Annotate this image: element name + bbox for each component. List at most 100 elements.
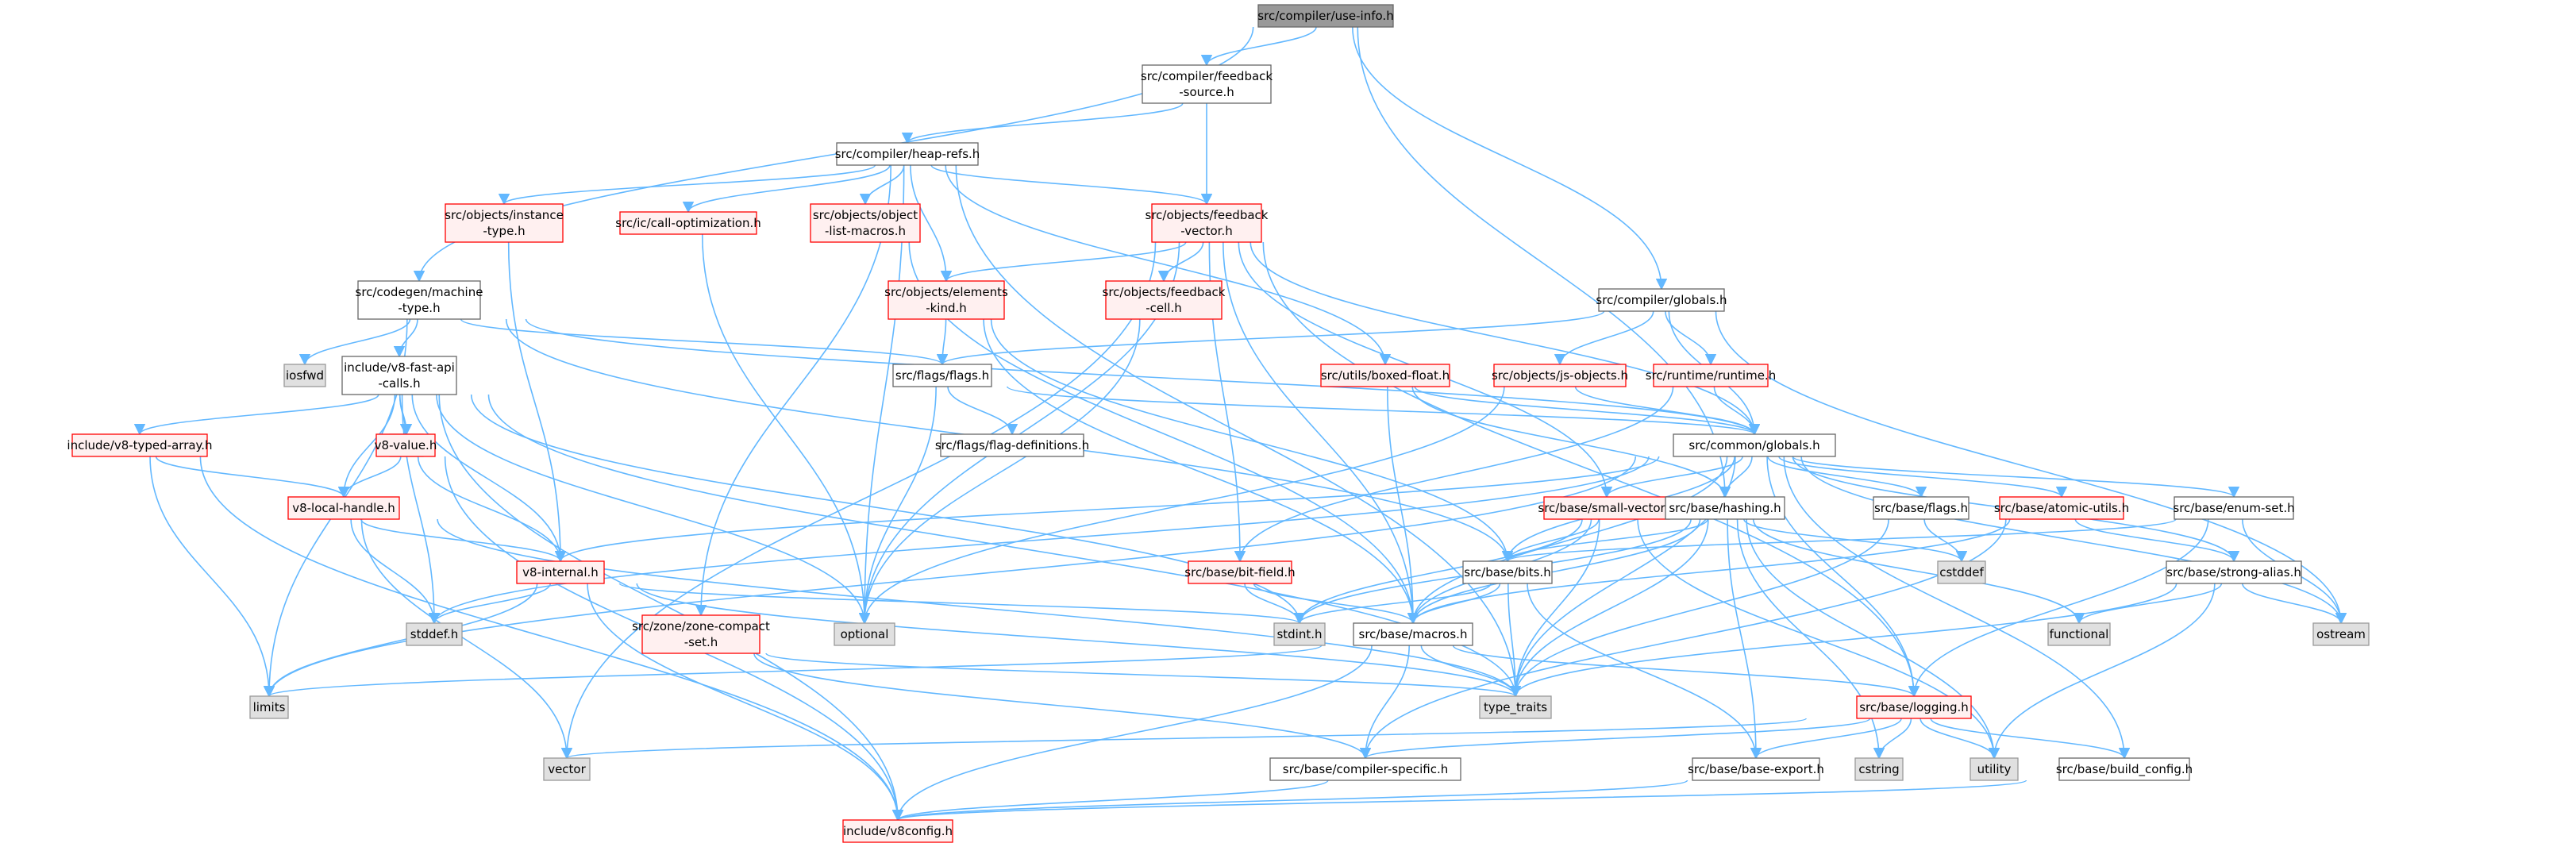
node-limits: limits [249, 695, 289, 719]
edge-bits-to-stdint [1293, 583, 1492, 625]
node-label: src/base/small-vector.h [1538, 501, 1675, 515]
edge-heap-refs-to-type-traits [955, 164, 1522, 698]
node-label: -calls.h [378, 376, 420, 391]
node-box [2166, 560, 2302, 584]
node-label: -set.h [684, 635, 718, 649]
edge-feedback-vector-to-elements-kind [940, 241, 1187, 283]
edge-fast-api-to-local-handle [337, 394, 396, 499]
node-label: utility [1977, 762, 2012, 776]
node-js-objects[interactable]: src/objects/js-objects.h [1492, 364, 1628, 387]
node-label: src/common/globals.h [1688, 438, 1819, 452]
node-label: src/utils/boxed-float.h [1321, 368, 1450, 383]
edge-strong-alias-to-utility [1988, 583, 2216, 760]
node-base-export[interactable]: src/base/base-export.h [1688, 757, 1824, 781]
node-enum-set[interactable]: src/base/enum-set.h [2173, 496, 2295, 520]
node-macros[interactable]: src/base/macros.h [1353, 622, 1473, 646]
edge-common-globals-to-hashing [1719, 456, 1753, 499]
node-build-config[interactable]: src/base/build_config.h [2056, 757, 2193, 781]
edge-v8-internal-to-type-traits [636, 583, 1521, 698]
edge-heap-refs-to-call-opt [682, 164, 891, 214]
node-call-opt[interactable]: src/ic/call-optimization.h [615, 211, 761, 235]
node-label: iosfwd [286, 368, 324, 383]
node-box [619, 211, 757, 235]
node-stddef: stddef.h [406, 622, 463, 646]
node-box [341, 356, 457, 395]
edge-v8-internal-to-v8config [587, 583, 904, 822]
node-label: include/v8config.h [843, 824, 953, 838]
edge-logging-to-build-config [1930, 718, 2131, 760]
node-functional: functional [2047, 622, 2111, 646]
node-box [1543, 496, 1670, 520]
node-box [1105, 280, 1223, 320]
node-local-handle[interactable]: v8-local-handle.h [287, 496, 400, 520]
edge-v8-value-to-v8-internal [417, 456, 567, 563]
node-typed-array[interactable]: include/v8-typed-array.h [67, 433, 213, 457]
edge-fast-api-to-stdint [470, 394, 1306, 625]
edge-elements-kind-to-flags [936, 318, 949, 366]
node-use-info[interactable]: src/compiler/use-info.h [1257, 4, 1394, 28]
edge-strong-alias-to-functional [2073, 583, 2223, 625]
node-box [1673, 433, 1836, 457]
node-box [445, 203, 564, 243]
node-fast-api[interactable]: include/v8-fast-api-calls.h [341, 356, 457, 395]
node-flags[interactable]: src/flags/flags.h [892, 364, 992, 387]
node-box [892, 364, 992, 387]
node-box [842, 819, 953, 843]
edge-feedback-vector-to-macros [1223, 241, 1419, 625]
node-elements-kind[interactable]: src/objects/elements-kind.h [884, 280, 1008, 320]
node-compiler-specific[interactable]: src/base/compiler-specific.h [1269, 757, 1461, 781]
node-label: v8-local-handle.h [292, 501, 395, 515]
node-runtime[interactable]: src/runtime/runtime.h [1646, 364, 1776, 387]
node-atomic-utils[interactable]: src/base/atomic-utils.h [1994, 496, 2129, 520]
node-hashing[interactable]: src/base/hashing.h [1665, 496, 1785, 520]
node-v8config[interactable]: include/v8config.h [842, 819, 953, 843]
node-label: -kind.h [926, 301, 967, 315]
edge-compiler-globals-to-flags [937, 310, 1605, 366]
node-base-flags[interactable]: src/base/flags.h [1873, 496, 1970, 520]
edge-hashing-to-macros [1407, 518, 1701, 625]
node-box [1665, 496, 1785, 520]
edge-feedback-vector-to-feedback-cell [1157, 241, 1204, 283]
node-box [1462, 560, 1553, 584]
edge-local-handle-to-vector [360, 518, 573, 760]
node-small-vector[interactable]: src/base/small-vector.h [1538, 496, 1676, 520]
node-feedback-source[interactable]: src/compiler/feedback-source.h [1141, 64, 1273, 104]
node-zone-compact[interactable]: src/zone/zone-compact-set.h [632, 614, 770, 654]
edge-heap-refs-to-elements-kind [910, 164, 953, 283]
edge-use-info-to-hashing [1357, 26, 1731, 499]
node-label: functional [2050, 627, 2109, 641]
node-box [2312, 622, 2370, 646]
node-heap-refs[interactable]: src/compiler/heap-refs.h [835, 142, 980, 166]
edge-local-handle-to-v8-internal [360, 518, 567, 563]
edge-bits-to-base-export [1527, 583, 1762, 760]
node-v8-internal[interactable]: v8-internal.h [516, 560, 605, 584]
node-strong-alias[interactable]: src/base/strong-alias.h [2166, 560, 2302, 584]
edge-boxed-float-to-hashing [1411, 386, 1731, 499]
node-logging[interactable]: src/base/logging.h [1856, 695, 1972, 719]
node-box [1598, 288, 1725, 312]
node-bit-field[interactable]: src/base/bit-field.h [1184, 560, 1296, 584]
node-flag-defs[interactable]: src/flags/flag-definitions.h [935, 433, 1089, 457]
node-box [1692, 757, 1820, 781]
edge-common-globals-to-atomic-utils [1778, 456, 2067, 499]
edge-flags-to-common-globals [1007, 386, 1760, 436]
edge-common-globals-to-enum-set [1792, 456, 2239, 499]
edge-strong-alias-to-type-traits [1509, 583, 2177, 698]
node-instance-type[interactable]: src/objects/instance-type.h [445, 203, 564, 243]
node-compiler-globals[interactable]: src/compiler/globals.h [1596, 288, 1727, 312]
node-boxed-float[interactable]: src/utils/boxed-float.h [1320, 364, 1450, 387]
node-box [2058, 757, 2190, 781]
node-label: src/objects/feedback [1103, 285, 1226, 299]
edge-feedback-source-to-heap-refs [902, 102, 1184, 144]
edge-fast-api-to-v8config [438, 394, 904, 822]
node-common-globals[interactable]: src/common/globals.h [1673, 433, 1836, 457]
node-feedback-cell[interactable]: src/objects/feedback-cell.h [1103, 280, 1226, 320]
node-v8-value[interactable]: v8-value.h [375, 433, 437, 457]
node-box [1873, 496, 1970, 520]
node-machine-type[interactable]: src/codegen/machine-type.h [356, 280, 483, 320]
node-bits[interactable]: src/base/bits.h [1462, 560, 1553, 584]
node-box [1269, 757, 1461, 781]
node-feedback-vector[interactable]: src/objects/feedback-vector.h [1146, 203, 1269, 243]
node-iosfwd: iosfwd [283, 364, 326, 387]
node-object-macros[interactable]: src/objects/object-list-macros.h [810, 203, 921, 243]
